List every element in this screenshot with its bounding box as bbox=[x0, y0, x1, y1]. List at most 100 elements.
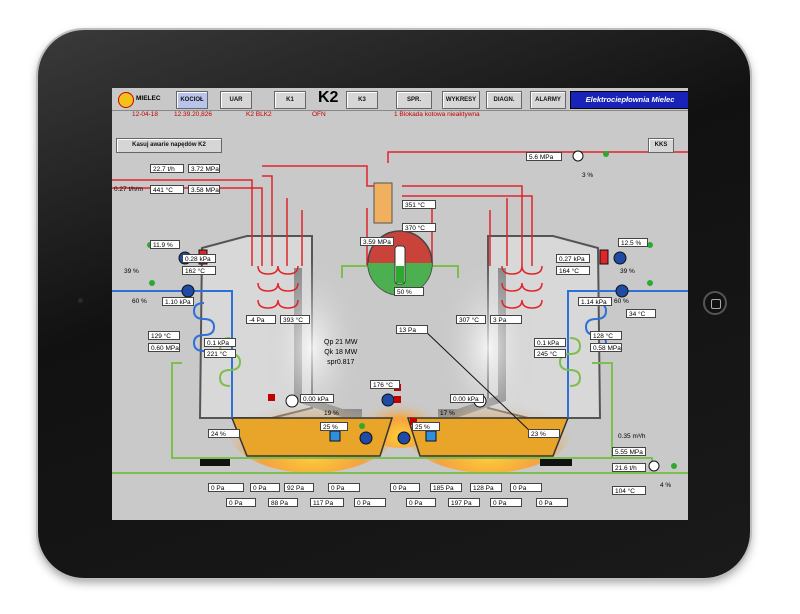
left-pump-pct: 60 % bbox=[132, 298, 147, 305]
right-grate bbox=[406, 417, 570, 457]
right-flue-temp: 307 °C bbox=[456, 315, 486, 324]
bottom-pct: 4 % bbox=[660, 482, 672, 489]
burner-temp: 176 °C bbox=[370, 380, 400, 389]
bottom-temp: 104 °C bbox=[612, 486, 646, 495]
camera-dot bbox=[78, 298, 83, 303]
right-pct-label: 3 % bbox=[582, 172, 594, 179]
right-grate-pct: 17 % bbox=[440, 410, 455, 417]
right-air-temp: 245 °C bbox=[534, 349, 566, 358]
btn-k3[interactable]: K3 bbox=[346, 91, 378, 109]
br-r1-3: 0 Pa bbox=[510, 483, 542, 492]
right-water-temp: 128 °C bbox=[590, 331, 622, 340]
steam-pressure-value: 3.72 MPa bbox=[188, 164, 220, 173]
home-button[interactable] bbox=[703, 291, 727, 315]
center-power-info: Qp 21 MW Qk 18 MW spr0.817 bbox=[324, 338, 357, 368]
br-r1-2: 128 Pa bbox=[470, 483, 502, 492]
right-burner-icon bbox=[397, 431, 411, 445]
right-water-mpa: 0.58 MPa bbox=[590, 343, 622, 352]
superheater-block bbox=[373, 182, 393, 224]
left-burner-icon bbox=[359, 431, 373, 445]
right-fan-speed: 39 % bbox=[620, 268, 635, 275]
left-bed: 24 % bbox=[208, 429, 240, 438]
status-unit: K2 BLK2 bbox=[246, 111, 272, 118]
right-flue-kpa: 3 Pa bbox=[490, 315, 522, 324]
spr-label: spr0.817 bbox=[327, 359, 355, 366]
bottom-pressure: 5.55 MPa bbox=[612, 447, 646, 456]
furnace-pa: 13 Pa bbox=[396, 325, 428, 334]
right-bed: 23 % bbox=[528, 429, 560, 438]
top-bar: MIELEC KOCIOŁ UAR K1 K2 K3 SPR. WYKRESY … bbox=[112, 88, 688, 111]
qp-label: Qp 21 MW bbox=[324, 339, 358, 346]
center-pump-icon bbox=[381, 393, 395, 407]
bl-r2-1: 88 Pa bbox=[268, 498, 298, 507]
left-pump-icon bbox=[181, 284, 195, 298]
bl-r1-2: 92 Pa bbox=[284, 483, 314, 492]
left-pump-kpa: 1.10 kPa bbox=[162, 297, 194, 306]
bl-r2-0: 0 Pa bbox=[226, 498, 256, 507]
steam-flow-value: 22.7 t/h bbox=[150, 164, 184, 173]
right-fan-temp: 164 °C bbox=[556, 266, 590, 275]
drum-pressure-value: 3.59 MPa bbox=[360, 237, 394, 246]
right-pump-temp: 34 °C bbox=[626, 309, 656, 318]
left-grate-pct: 19 % bbox=[324, 410, 339, 417]
pressure2-value: 3.58 MPa bbox=[188, 185, 220, 194]
status-date: 12-04-18 bbox=[132, 111, 159, 118]
left-water-mpa: 0.60 MPa bbox=[148, 343, 180, 352]
steam-ratio-label: 0.27 t/h/m bbox=[114, 186, 143, 193]
right-pressure-value: 5.6 MPa bbox=[526, 152, 562, 161]
left-flue-kpa: -4 Pa bbox=[246, 315, 276, 324]
left-damper: 25 % bbox=[320, 422, 348, 431]
status-time: 12.39.20,826 bbox=[174, 111, 212, 118]
scada-screen: MIELEC KOCIOŁ UAR K1 K2 K3 SPR. WYKRESY … bbox=[112, 88, 688, 520]
br-r2-2: 0 Pa bbox=[490, 498, 522, 507]
boiler-label: K2 bbox=[318, 89, 339, 106]
temp-370-value: 370 °C bbox=[402, 223, 436, 232]
bottom-steam: 21.6 t/h bbox=[612, 463, 646, 472]
right-fan-kpa: 0.27 kPa bbox=[556, 254, 590, 263]
left-fan-temp: 162 °C bbox=[182, 266, 216, 275]
status-message: 1 Blokada kotowa nieaktywna bbox=[394, 111, 480, 118]
br-r2-0: 0 Pa bbox=[406, 498, 436, 507]
br-r1-1: 185 Pa bbox=[430, 483, 462, 492]
right-fan-pct: 12.5 % bbox=[618, 238, 648, 247]
right-pump-pct: 60 % bbox=[614, 298, 629, 305]
drum-level-value: 50 % bbox=[394, 287, 424, 296]
temp-351-value: 351 °C bbox=[402, 200, 436, 209]
left-water-temp: 129 °C bbox=[148, 331, 180, 340]
steam-temp-value: 441 °C bbox=[150, 185, 184, 194]
bl-r2-3: 0 Pa bbox=[354, 498, 386, 507]
status-state: OFN bbox=[312, 111, 326, 118]
left-grate bbox=[230, 417, 394, 457]
left-flue-temp: 393 °C bbox=[280, 315, 310, 324]
br-r2-3: 0 Pa bbox=[536, 498, 568, 507]
reset-faults-button[interactable]: Kasuj awarie napędów K2 bbox=[116, 138, 222, 153]
bl-r1-0: 0 Pa bbox=[208, 483, 244, 492]
left-fan-speed: 39 % bbox=[124, 268, 139, 275]
br-r1-0: 0 Pa bbox=[390, 483, 420, 492]
btn-kociol[interactable]: KOCIOŁ bbox=[176, 91, 208, 109]
left-air-temp: 221 °C bbox=[204, 349, 236, 358]
br-r2-1: 197 Pa bbox=[448, 498, 480, 507]
btn-wykresy[interactable]: WYKRESY bbox=[442, 91, 480, 109]
brand-title: Elektrociepłownia Mielec bbox=[570, 91, 688, 109]
right-pump-icon bbox=[615, 284, 629, 298]
bl-r2-2: 117 Pa bbox=[310, 498, 344, 507]
btn-spr[interactable]: SPR. bbox=[396, 91, 432, 109]
right-grate-kpa: 0.00 kPa bbox=[450, 394, 484, 403]
left-fan-pct: 11.9 % bbox=[150, 240, 180, 249]
qk-label: Qk 18 MW bbox=[324, 349, 358, 356]
btn-k1[interactable]: K1 bbox=[274, 91, 306, 109]
bl-r1-1: 0 Pa bbox=[250, 483, 280, 492]
kks-button[interactable]: KKS bbox=[648, 138, 674, 153]
bottom-flow: 0.35 m³/h bbox=[618, 433, 646, 440]
logo-text: MIELEC bbox=[136, 95, 161, 102]
left-grate-kpa: 0.00 kPa bbox=[300, 394, 334, 403]
btn-diagn[interactable]: DIAGN. bbox=[486, 91, 522, 109]
btn-alarmy[interactable]: ALARMY bbox=[530, 91, 566, 109]
left-fan-kpa: 0.28 kPa bbox=[182, 254, 216, 263]
btn-uar[interactable]: UAR bbox=[220, 91, 252, 109]
left-air-kpa: 0.1 kPa bbox=[204, 338, 236, 347]
right-pump-kpa: 1.14 kPa bbox=[578, 297, 612, 306]
right-air-kpa: 0.1 kPa bbox=[534, 338, 566, 347]
logo-icon bbox=[118, 92, 134, 108]
